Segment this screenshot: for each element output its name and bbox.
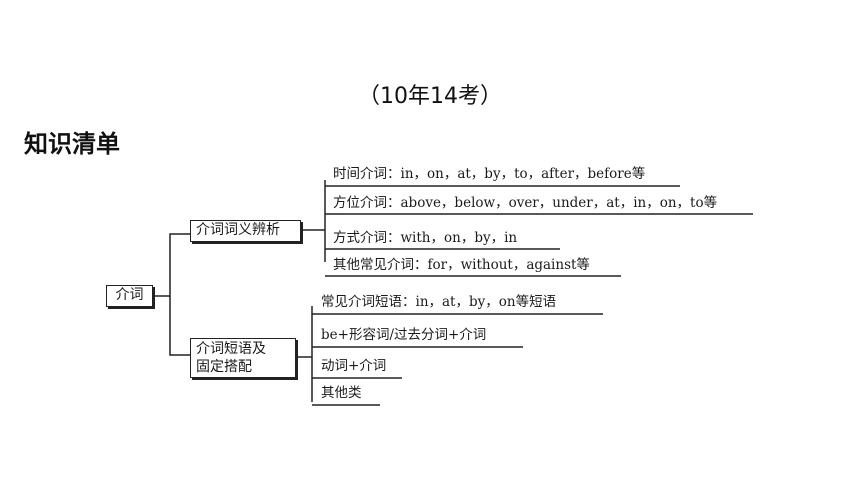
leaf-other-prepositions: 其他常见介词：for，without，against等 [333,257,590,273]
root-node: 介词 [106,285,153,307]
leaf-other-types: 其他类 [321,385,362,401]
leaf-manner-prepositions: 方式介词：with，on，by，in [333,230,518,246]
branch-node-label-line-2: 固定搭配 [196,359,252,375]
section-title: 知识清单 [24,130,120,158]
exam-frequency-header: （10年14考） [358,84,502,109]
branch-node-label: 介词词义辨析 [196,222,280,238]
leaf-verb-prepositions: 动词+介词 [321,358,387,374]
leaf-place-prepositions: 方位介词：above，below，over，under，at，in，on，to等 [333,195,718,211]
branch-node-meaning: 介词词义辨析 [190,220,301,242]
leaf-common-phrases: 常见介词短语：in，at，by，on等短语 [321,294,557,310]
leaf-be-adjective-phrases: be+形容词/过去分词+介词 [321,327,487,343]
root-node-label: 介词 [115,287,144,303]
branch-node-label-line-1: 介词短语及 [196,341,266,357]
leaf-time-prepositions: 时间介词：in，on，at，by，to，after，before等 [333,166,646,182]
branch-node-phrases: 介词短语及 固定搭配 [190,338,296,378]
